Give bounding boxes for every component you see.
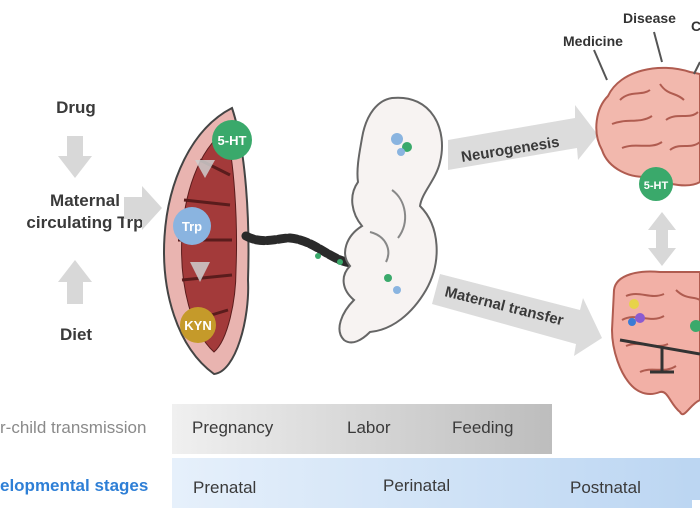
kynurenine-molecule-label: KYN: [184, 318, 211, 333]
neurogenesis-arrow: Neurogenesis: [448, 105, 598, 170]
cutoff-pointer: [693, 61, 700, 75]
maternal-trp-line2: circulating Trp: [26, 213, 144, 232]
medicine-label: Medicine: [563, 33, 623, 49]
brain-illustration: [595, 66, 700, 187]
diet-label: Diet: [59, 325, 93, 344]
medicine-pointer: [593, 49, 608, 81]
drug-down-arrow: [58, 136, 92, 178]
stages-row-label: elopmental stages: [0, 476, 149, 495]
transmission-feeding: Feeding: [452, 418, 514, 437]
stage-perinatal: Perinatal: [383, 476, 451, 495]
gut-brain-double-arrow: [648, 212, 676, 266]
diet-up-arrow: [58, 260, 92, 304]
disease-label: Disease: [623, 10, 676, 26]
transmission-row: r-child transmission Pregnancy Labor Fee…: [0, 404, 700, 454]
transmission-band: [172, 404, 552, 454]
tryptophan-molecule: Trp: [173, 207, 211, 245]
tryptophan-molecule-label: Trp: [182, 219, 202, 234]
disease-pointer: [653, 31, 663, 63]
to-placenta-arrow: [124, 186, 162, 230]
brain-serotonin-label: 5-HT: [644, 180, 669, 192]
serotonin-molecule-label: 5-HT: [218, 133, 247, 148]
stage-prenatal: Prenatal: [193, 478, 257, 497]
maternal-trp-label: Maternal circulating Trp: [20, 190, 150, 234]
stage-postnatal: Postnatal: [570, 478, 641, 497]
transmission-row-label: r-child transmission: [0, 418, 147, 437]
maternal-transfer-arrow: Maternal transfer: [432, 274, 602, 356]
cutoff-label: C: [691, 18, 700, 34]
stages-arrowhead: [680, 458, 700, 500]
fetus: [338, 96, 443, 344]
transmission-labor: Labor: [347, 418, 391, 437]
drug-label: Drug: [56, 98, 96, 117]
maternal-trp-line1: Maternal: [50, 191, 120, 210]
intestine-illustration: [610, 270, 700, 416]
kynurenine-molecule: KYN: [180, 307, 216, 343]
stages-row: elopmental stages Prenatal Perinatal Pos…: [0, 458, 700, 508]
transmission-pregnancy: Pregnancy: [192, 418, 274, 437]
serotonin-molecule: 5-HT: [212, 120, 252, 160]
brain-serotonin-molecule: 5-HT: [639, 167, 673, 201]
